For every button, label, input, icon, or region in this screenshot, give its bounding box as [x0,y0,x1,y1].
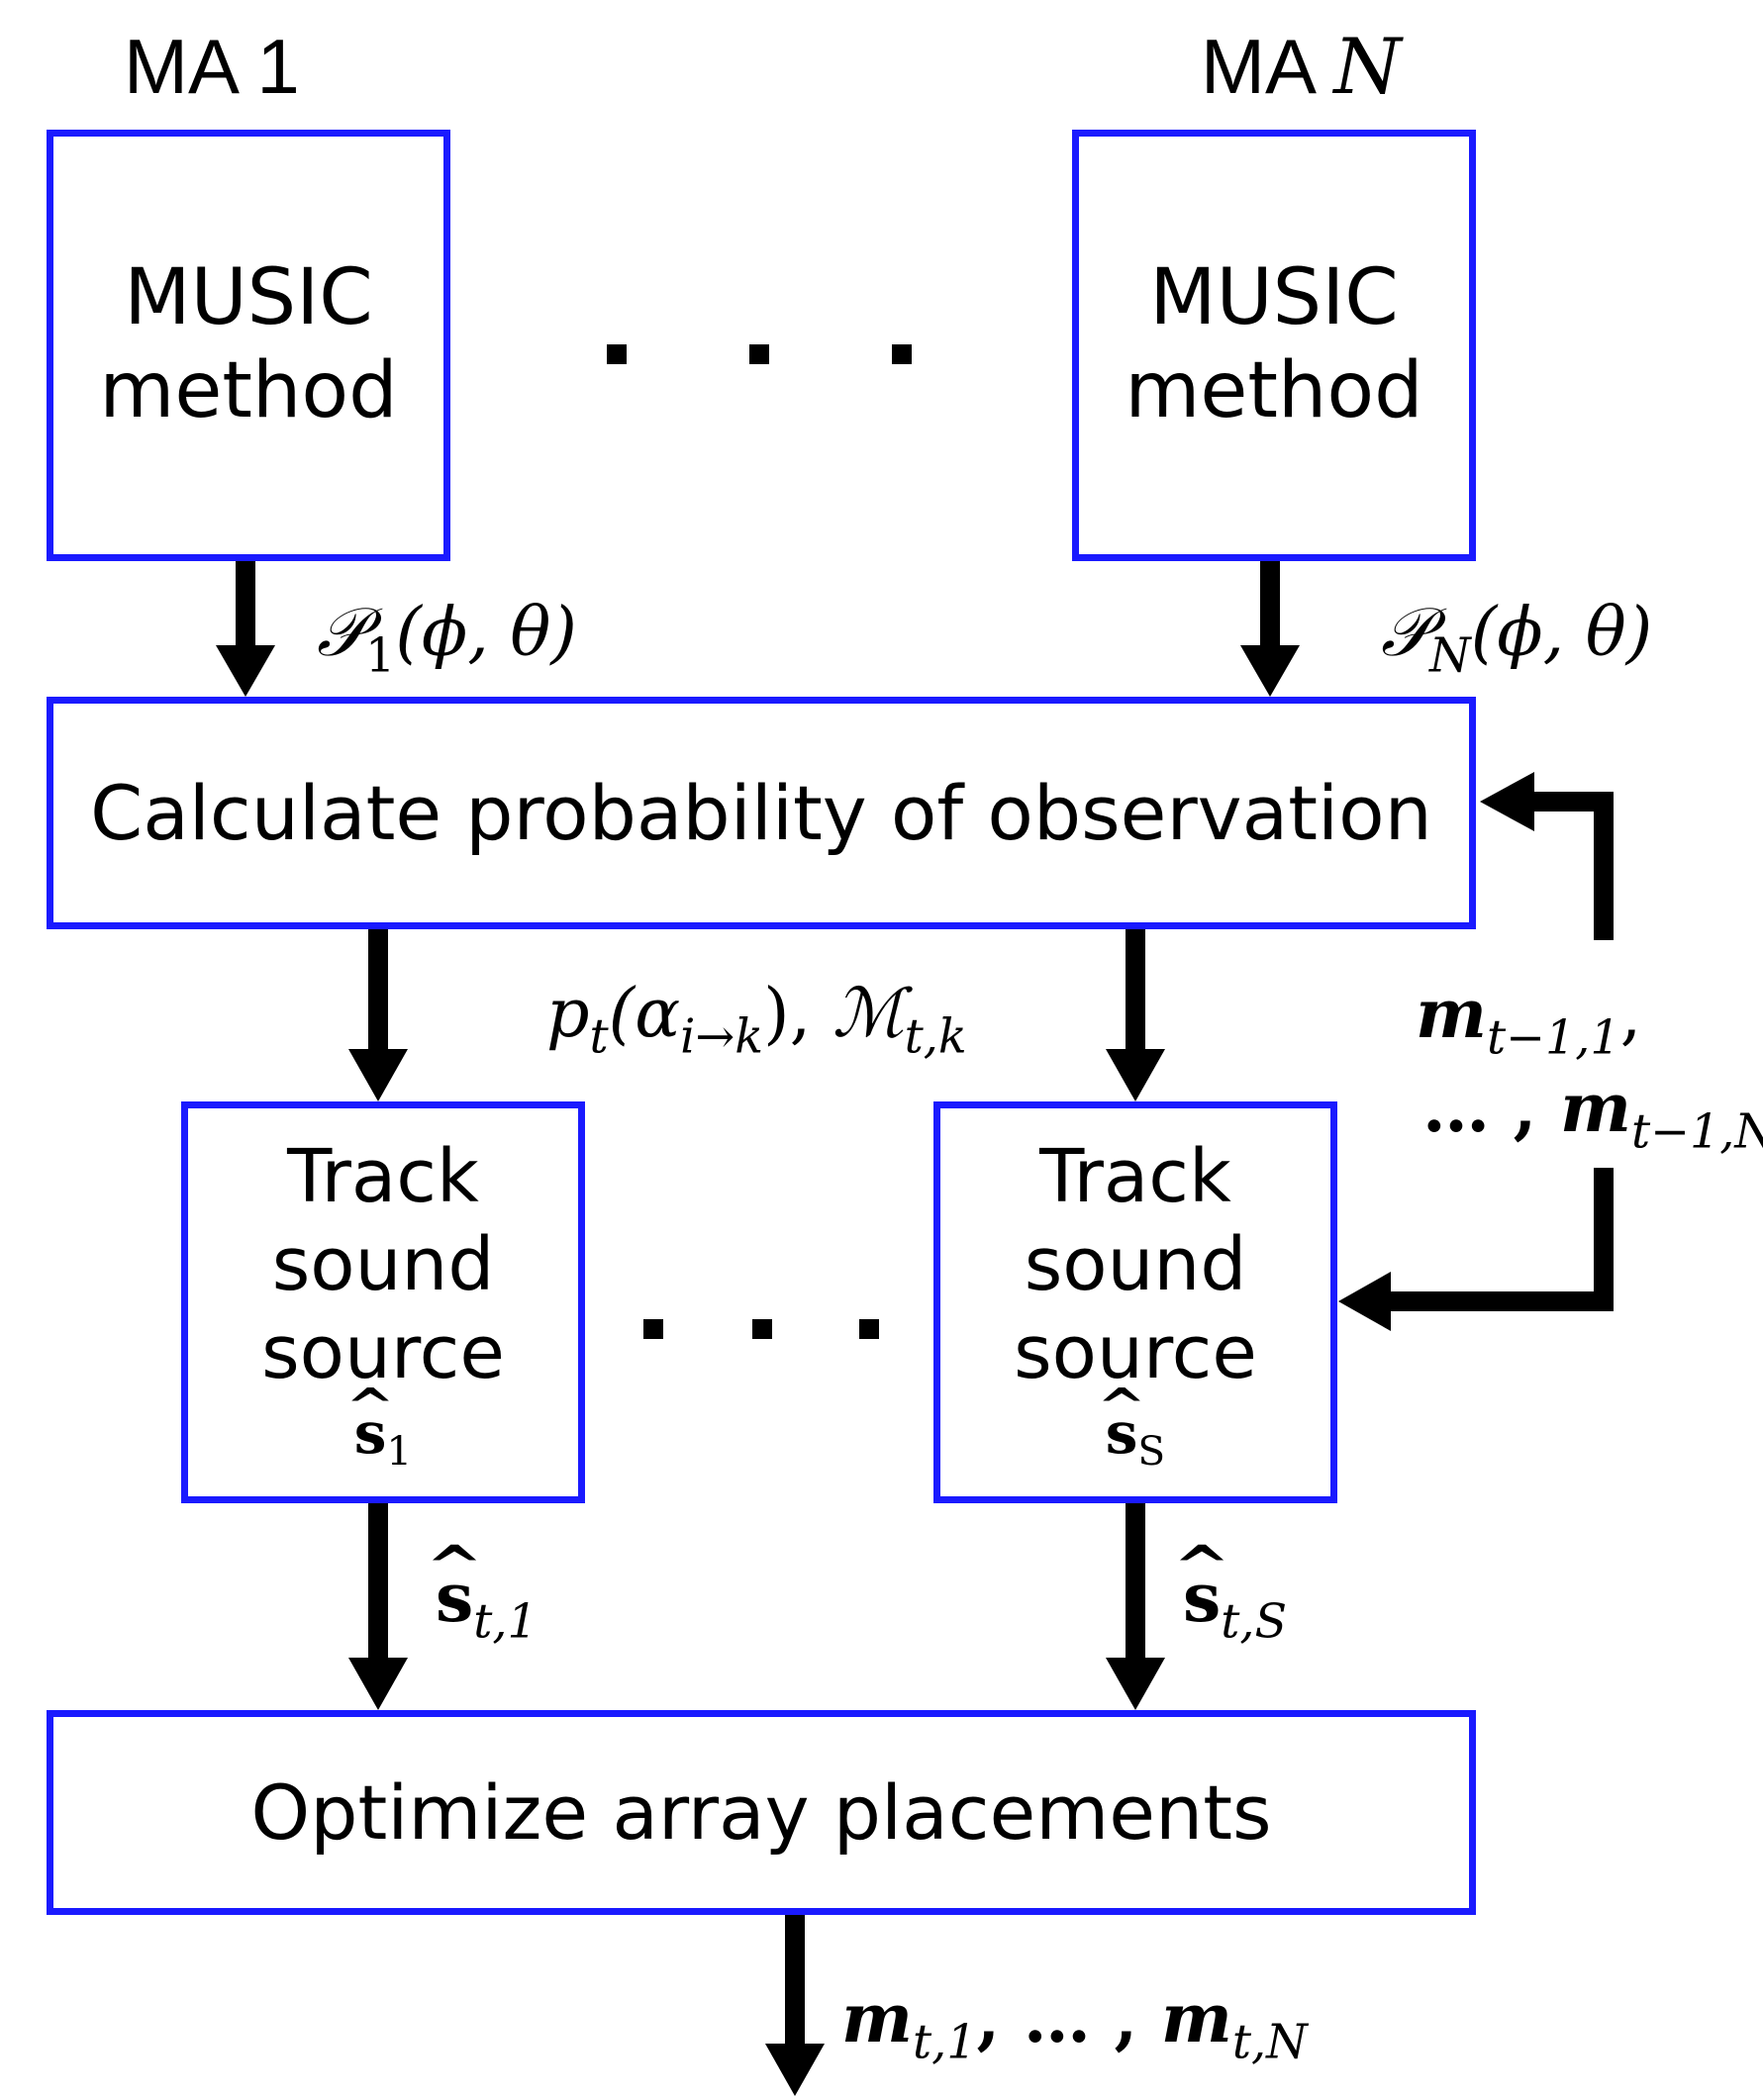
ellipsis-dot [749,344,769,364]
feedback-label-line2: … , mt−1,N [1422,1069,1763,1160]
music-line2: method [1125,346,1423,435]
music-line2: method [99,346,398,435]
arrow-head [1106,1049,1165,1101]
feedback-label-line1: mt−1,1, [1416,975,1642,1066]
arrow-head [348,1658,408,1710]
arrow-shaft [785,1915,805,2049]
arrow-head [1106,1658,1165,1710]
arrow-shaft [236,561,255,655]
arrow-head [765,2044,825,2096]
track-box-1: Track sound source s1 [181,1101,585,1503]
arrow-shaft [368,929,388,1058]
track-symbol-1: s1 [261,1404,505,1472]
track-line2: sound [271,1221,495,1307]
feedback-shaft [1381,1291,1614,1311]
arrow-shaft [1260,561,1280,655]
ellipsis-dot [859,1319,879,1339]
calc-output-label: pt(αi→k), ℳt,k [546,975,967,1065]
track-box-s: Track sound source sS [933,1101,1337,1503]
music-line1: MUSIC [1149,253,1399,343]
feedback-shaft [1529,792,1614,811]
track-symbol-s: sS [1014,1404,1257,1472]
output-p1: 𝒫1(ϕ, θ) [317,594,577,684]
ma-1-label: MA 1 [124,23,300,110]
final-output-label: mt,1, … , mt,N [841,1979,1308,2070]
track-line1: Track [1039,1133,1231,1219]
feedback-arrow-head [1338,1272,1391,1331]
music-box-n: MUSIC method [1072,130,1476,561]
ellipsis-dot [752,1319,772,1339]
track-output-s: st,S [1183,1559,1287,1650]
music-line1: MUSIC [124,253,373,343]
track-output-1: st,1 [436,1559,538,1650]
arrow-shaft [1126,929,1145,1058]
ellipsis-dot [643,1319,663,1339]
optimize-label: Optimize array placements [250,1768,1272,1857]
arrow-head [216,645,275,697]
calculate-probability-label: Calculate probability of observation [90,769,1432,857]
optimize-box: Optimize array placements [47,1710,1476,1915]
arrow-head [348,1049,408,1101]
feedback-shaft [1594,1168,1614,1311]
arrow-head [1240,645,1300,697]
feedback-shaft [1594,792,1614,940]
ellipsis-dot [892,344,912,364]
track-line1: Track [287,1133,479,1219]
output-pN: 𝒫N(ϕ, θ) [1381,594,1653,684]
arrow-shaft [368,1503,388,1667]
music-box-1: MUSIC method [47,130,450,561]
feedback-arrow-head [1480,772,1534,831]
ellipsis-dot [607,344,627,364]
arrow-shaft [1126,1503,1145,1667]
track-line2: sound [1024,1221,1247,1307]
calculate-probability-box: Calculate probability of observation [47,697,1476,929]
ma-n-label: MA N [1201,23,1402,112]
